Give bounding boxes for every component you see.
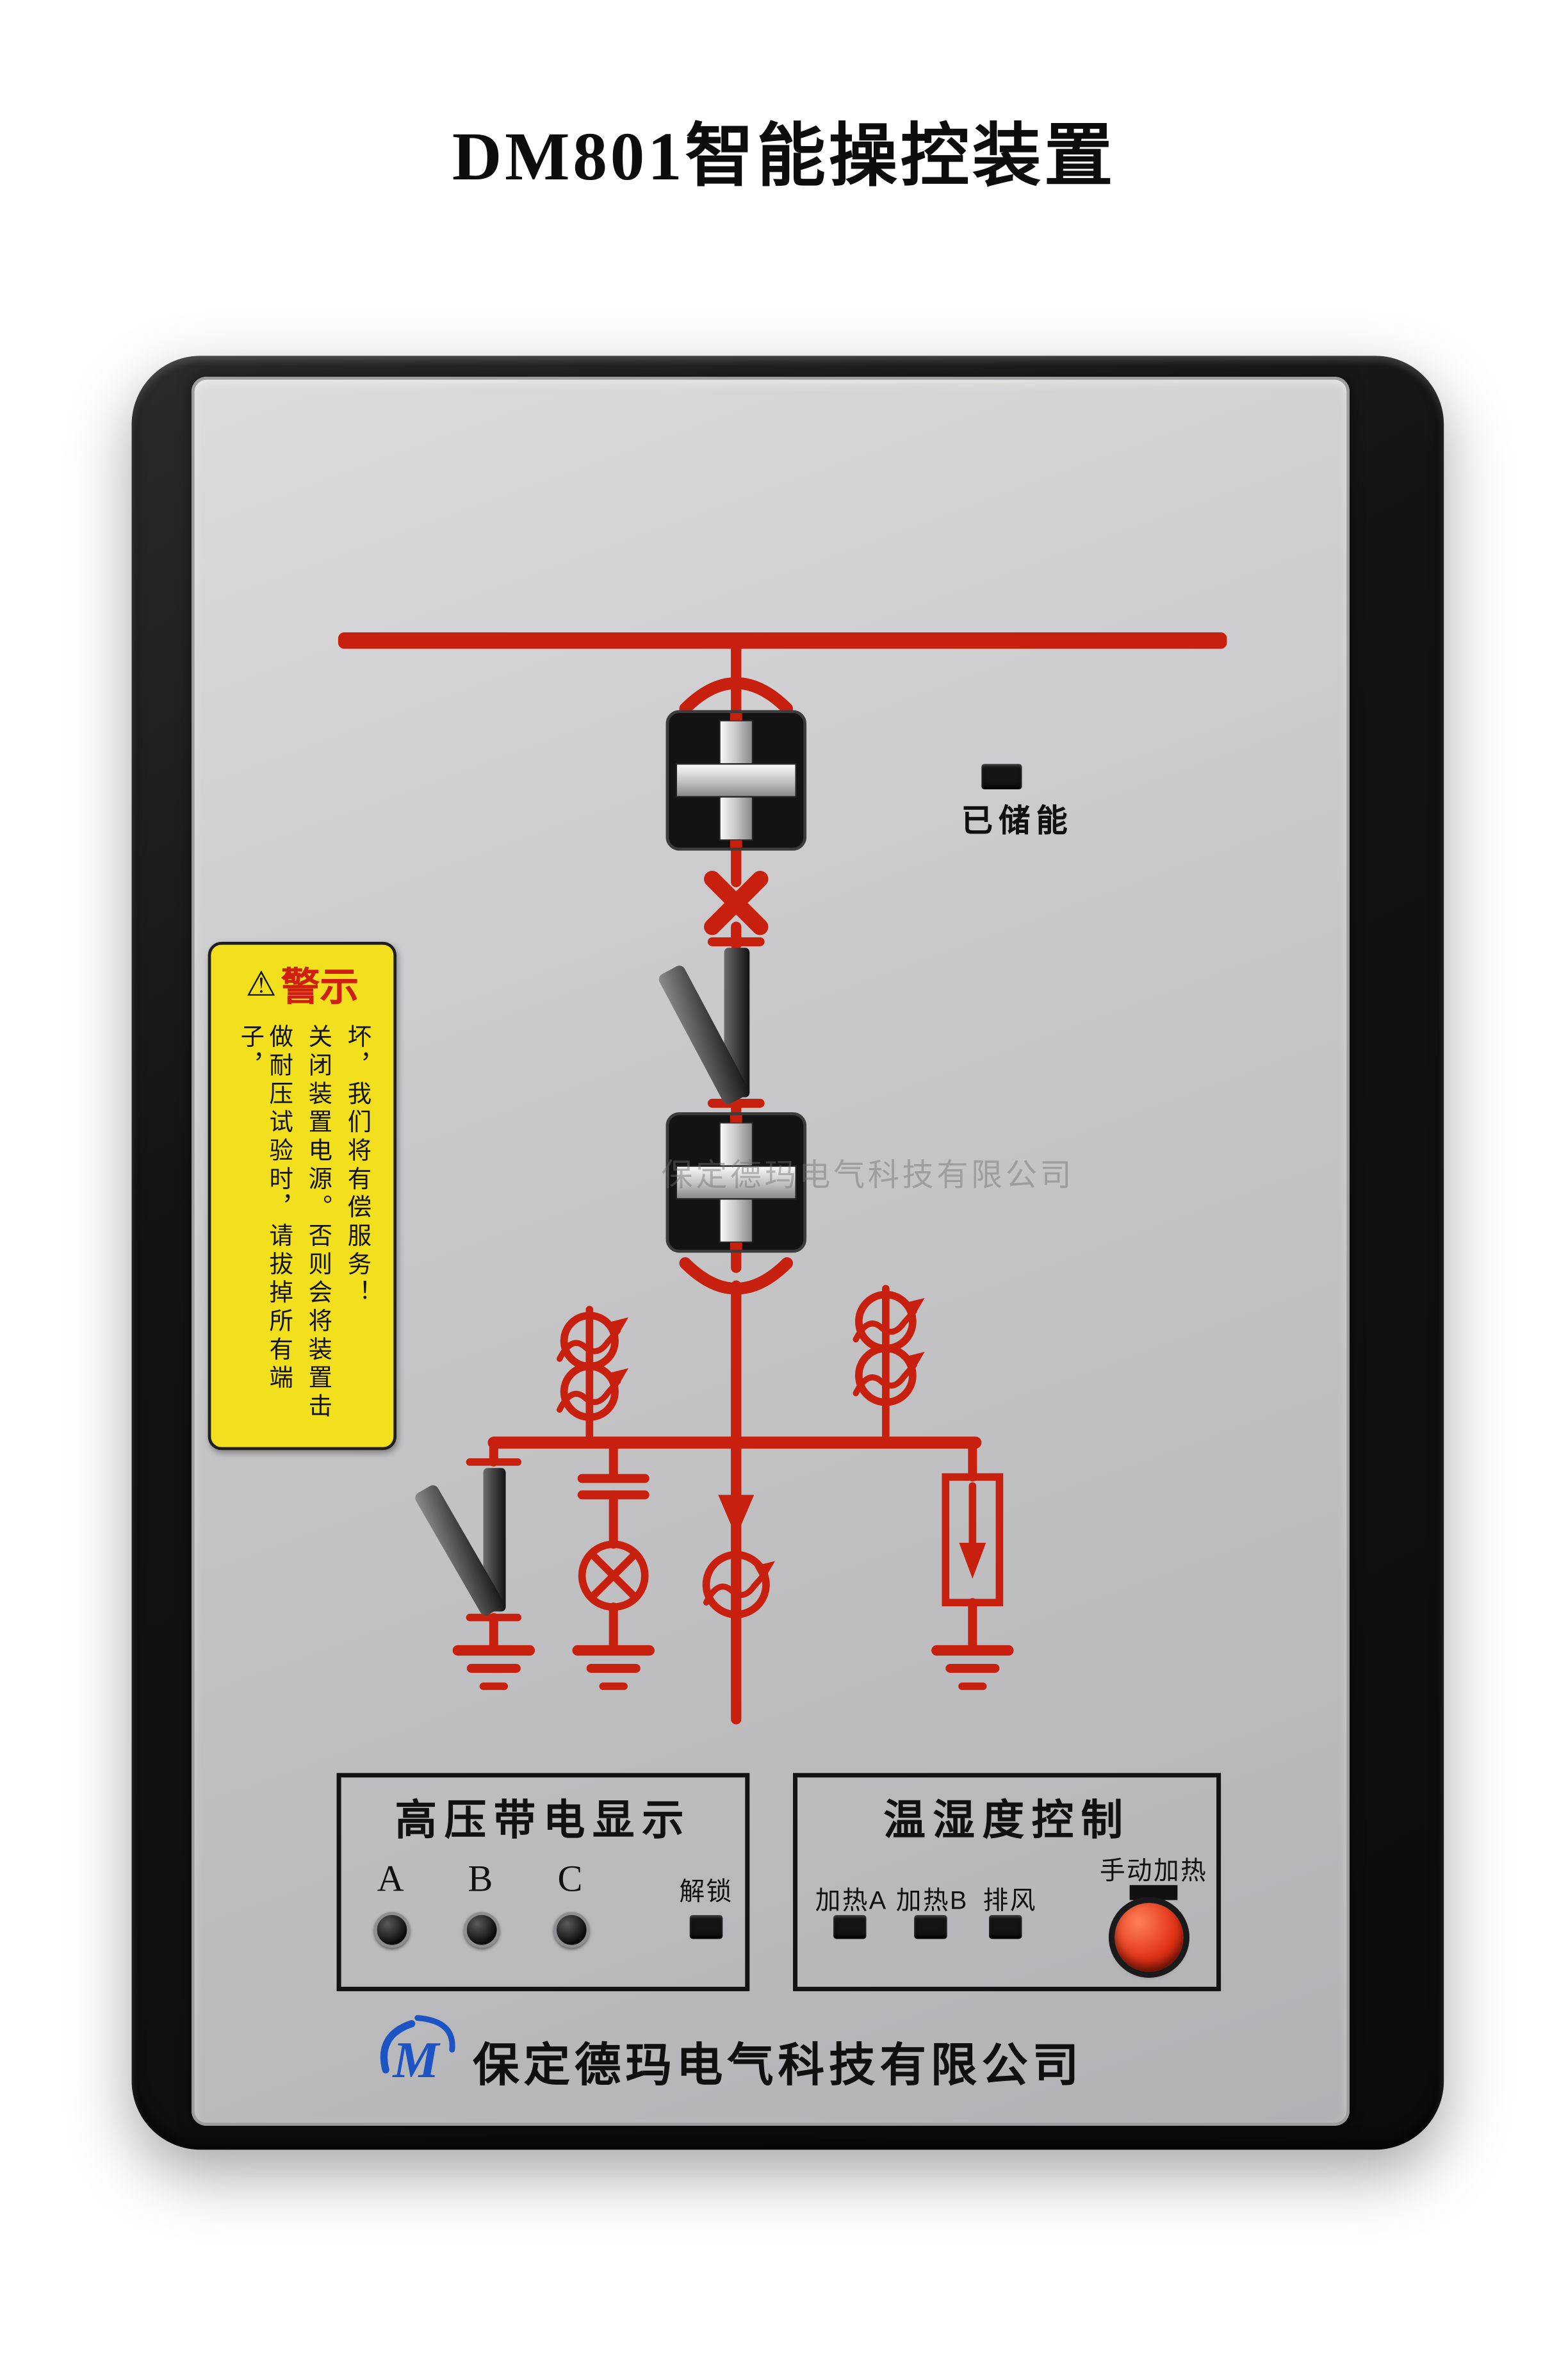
- heater-b-indicator: [914, 1914, 947, 1939]
- heater-a-indicator: [833, 1914, 867, 1939]
- warning-header-text: 警示: [281, 964, 359, 1009]
- unlock-button[interactable]: [689, 1914, 723, 1939]
- phase-b-indicator: [464, 1912, 500, 1948]
- climate-control-panel: 温湿度控制 加热A 加热B 排风 手动加热: [793, 1773, 1221, 1991]
- fan-indicator: [989, 1914, 1022, 1939]
- warning-triangle-icon: ⚠: [245, 964, 277, 1003]
- warning-line: 坏，我们将有偿服务！: [343, 1024, 369, 1308]
- logo-letter: M: [391, 2031, 441, 2089]
- manual-heat-label: 手动加热: [1099, 1856, 1208, 1886]
- fan-label: 排风: [983, 1886, 1037, 1915]
- phase-c-indicator: [553, 1912, 590, 1948]
- heater-a-label: 加热A: [815, 1886, 888, 1915]
- company-name: 保定德玛电气科技有限公司: [473, 2039, 1084, 2092]
- heater-b-label: 加热B: [895, 1886, 968, 1915]
- device-title: DM801智能操控装置: [452, 118, 1116, 195]
- warning-header: ⚠ 警示: [211, 957, 393, 1012]
- hv-live-display-panel: 高压带电显示 A B C 解锁: [336, 1773, 750, 1991]
- warning-body: 做耐压试验时，请拔掉所有端子， 关闭装置电源。否则会将装置击 坏，我们将有偿服务…: [211, 1024, 393, 1442]
- warning-sticker: ⚠ 警示 做耐压试验时，请拔掉所有端子， 关闭装置电源。否则会将装置击 坏，我们…: [208, 941, 397, 1451]
- stored-energy-label: 已储能: [961, 804, 1074, 839]
- hv-panel-title: 高压带电显示: [395, 1798, 692, 1845]
- watermark-text: 保定德玛电气科技有限公司: [661, 1158, 1075, 1193]
- phase-a-indicator: [373, 1912, 411, 1948]
- unlock-label: 解锁: [679, 1877, 733, 1906]
- climate-panel-title: 温湿度控制: [883, 1798, 1131, 1845]
- phase-c-label: C: [557, 1859, 583, 1900]
- stored-energy-led: [981, 764, 1022, 789]
- manual-heat-indicator: [1129, 1885, 1178, 1900]
- footer: M 保定德玛电气科技有限公司: [0, 2009, 1568, 2099]
- warning-line: 做耐压试验时，请拔掉所有端子，: [236, 1024, 291, 1394]
- phase-a-label: A: [377, 1859, 404, 1900]
- manual-heat-button[interactable]: [1115, 1903, 1184, 1972]
- company-logo-icon: M: [380, 2015, 455, 2089]
- phase-b-label: B: [468, 1859, 493, 1900]
- warning-line: 关闭装置电源。否则会将装置击: [304, 1024, 330, 1422]
